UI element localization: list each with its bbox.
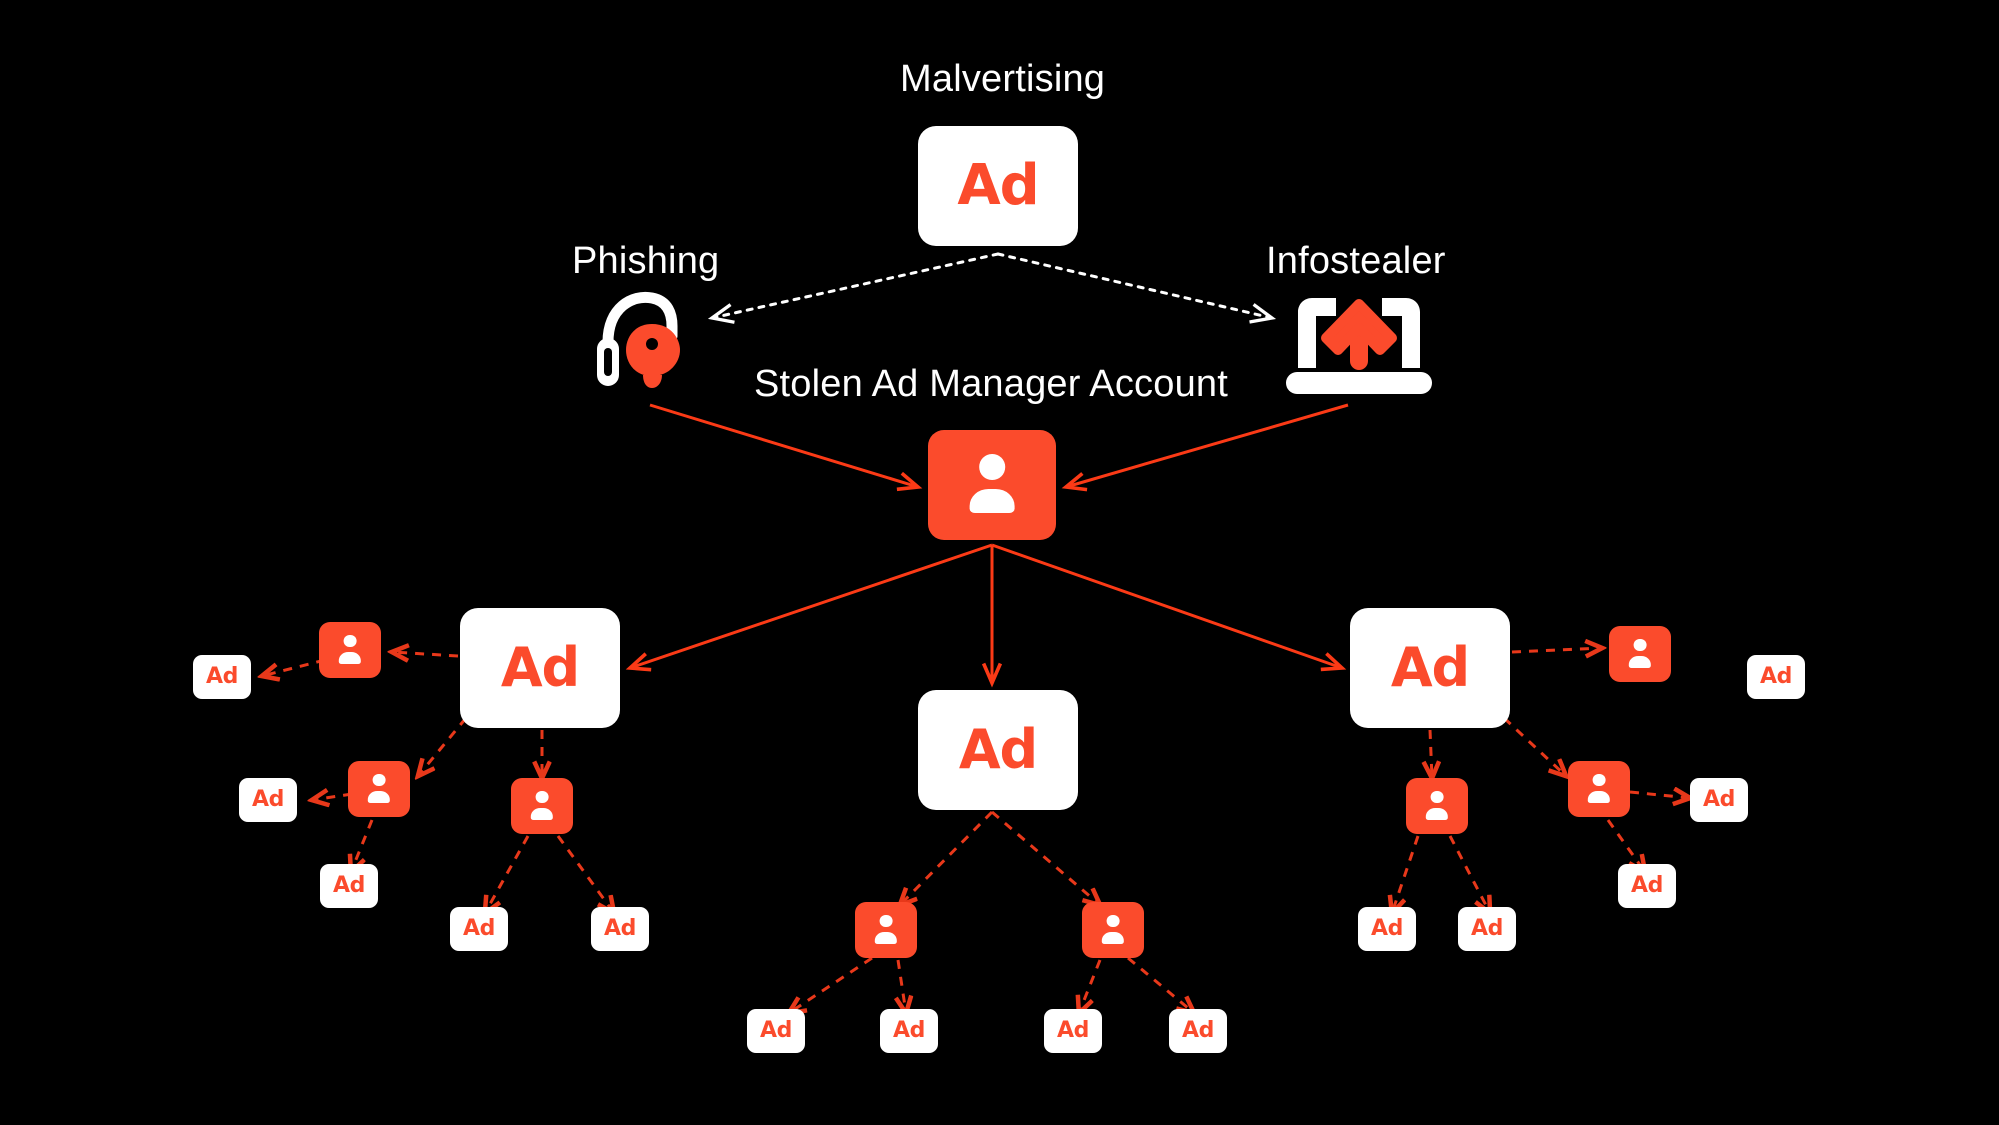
ad-label: Ad: [604, 916, 636, 941]
ad-label: Ad: [1371, 916, 1403, 941]
ad-label: Ad: [1471, 916, 1503, 941]
person-icon: [870, 914, 902, 946]
node-branch-left-ad-card[interactable]: Ad: [460, 608, 620, 728]
ad-label: Ad: [333, 873, 365, 898]
node-person[interactable]: [348, 761, 410, 817]
ad-label: Ad: [500, 636, 580, 699]
laptop-upload-icon: [1286, 298, 1432, 394]
node-stolen-ad-manager-account[interactable]: [928, 430, 1056, 540]
ad-label: Ad: [252, 787, 284, 812]
label-phishing: Phishing: [572, 240, 720, 282]
node-branch-mid-ad-card[interactable]: Ad: [918, 690, 1078, 810]
node-phishing-icon[interactable]: [588, 282, 698, 392]
person-icon: [1421, 790, 1453, 822]
node-person[interactable]: [319, 622, 381, 678]
label-malvertising: Malvertising: [900, 58, 1106, 100]
ad-label: Ad: [206, 664, 238, 689]
ad-label: Ad: [893, 1018, 925, 1043]
node-person[interactable]: [1568, 761, 1630, 817]
node-ad-leaf[interactable]: Ad: [1690, 778, 1748, 822]
ad-label: Ad: [1390, 636, 1470, 699]
person-icon: [960, 453, 1024, 517]
node-ad-leaf[interactable]: Ad: [747, 1009, 805, 1053]
node-ad-leaf[interactable]: Ad: [1169, 1009, 1227, 1053]
edge-malvertising-branches: [707, 252, 1277, 324]
node-ad-leaf[interactable]: Ad: [1358, 907, 1416, 951]
person-icon: [1624, 638, 1656, 670]
ad-label: Ad: [1760, 664, 1792, 689]
label-stolen-ad-manager-account: Stolen Ad Manager Account: [754, 363, 1228, 405]
node-person[interactable]: [511, 778, 573, 834]
node-infostealer-icon[interactable]: [1284, 288, 1434, 396]
node-ad-leaf[interactable]: Ad: [880, 1009, 938, 1053]
node-person[interactable]: [1406, 778, 1468, 834]
node-ad-leaf[interactable]: Ad: [1044, 1009, 1102, 1053]
ad-label: Ad: [1182, 1018, 1214, 1043]
node-ad-leaf[interactable]: Ad: [591, 907, 649, 951]
node-ad-leaf[interactable]: Ad: [193, 655, 251, 699]
ad-label: Ad: [957, 153, 1039, 218]
node-ad-leaf[interactable]: Ad: [320, 864, 378, 908]
node-ad-leaf[interactable]: Ad: [1458, 907, 1516, 951]
ad-label: Ad: [1057, 1018, 1089, 1043]
fishing-rod-icon: [597, 291, 680, 388]
node-branch-right-ad-card[interactable]: Ad: [1350, 608, 1510, 728]
node-person[interactable]: [855, 902, 917, 958]
node-person[interactable]: [1609, 626, 1671, 682]
person-icon: [1097, 914, 1129, 946]
edge-hub-to-branches: [630, 543, 1342, 683]
ad-label: Ad: [463, 916, 495, 941]
ad-label: Ad: [1631, 873, 1663, 898]
node-ad-leaf[interactable]: Ad: [1618, 864, 1676, 908]
node-ad-leaf[interactable]: Ad: [450, 907, 508, 951]
person-icon: [1583, 773, 1615, 805]
ad-label: Ad: [1703, 787, 1735, 812]
ad-label: Ad: [958, 718, 1038, 781]
ad-label: Ad: [760, 1018, 792, 1043]
node-ad-leaf[interactable]: Ad: [239, 778, 297, 822]
node-malvertising-ad-card[interactable]: Ad: [918, 126, 1078, 246]
label-infostealer: Infostealer: [1266, 240, 1446, 282]
node-person[interactable]: [1082, 902, 1144, 958]
node-ad-leaf[interactable]: Ad: [1747, 655, 1805, 699]
person-icon: [334, 634, 366, 666]
person-icon: [526, 790, 558, 822]
person-icon: [363, 773, 395, 805]
